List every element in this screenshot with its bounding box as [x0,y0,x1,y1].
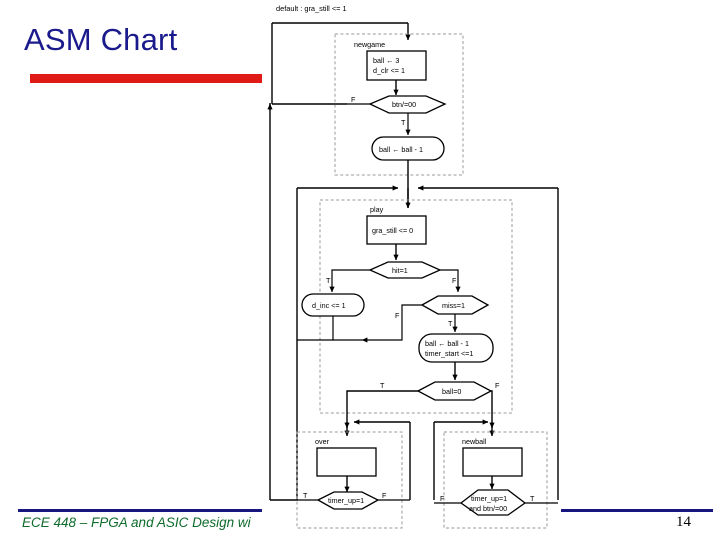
branch-label-miss-true: T [448,319,453,328]
cond-output-newgame-label: ball ← ball - 1 [379,145,423,154]
branch-label-ball0-true: T [380,381,385,390]
branch-label-miss-false: F [395,311,400,320]
title-underline-rule [30,74,262,83]
cond-output-ball-oval [418,333,494,363]
branch-label-newball-true: T [530,494,535,503]
page-title: ASM Chart [24,22,178,57]
cond-output-ball-line2: timer_start <=1 [425,349,473,358]
footer-rule-left [18,509,262,512]
cond-output-dinc-label: d_inc <= 1 [312,301,346,310]
state-label-over: over [315,437,330,446]
branch-label-newgame-false: F [351,95,356,104]
asm-chart-diagram: default : gra_still <= 1 newgame ball ← … [262,0,720,540]
decision-newgame-btn [368,95,447,114]
decision-newgame-btn-label: btn/=00 [392,100,416,109]
branch-label-newball-false: F [440,494,445,503]
decision-play-hit-label: hit=1 [392,266,408,275]
output-newgame-line2: d_clr <= 1 [373,66,405,75]
wire-dinc-merge [332,316,362,341]
state-label-newgame: newgame [354,40,385,49]
decision-newball-line2: and btn/=00 [469,504,507,513]
cond-output-ball-line1: ball ← ball - 1 [425,339,469,348]
wire-ball0-false [489,390,495,429]
wire-hit-true [329,269,370,293]
decision-play-miss [420,295,490,315]
state-label-newball: newball [462,437,487,446]
wire-miss-false [361,304,422,343]
state-box-over [296,431,403,529]
footer-rule-right [561,509,713,512]
default-annotation: default : gra_still <= 1 [276,4,347,13]
output-newgame-line1: ball ← 3 [373,56,399,65]
decision-play-miss-label: miss=1 [442,301,465,310]
decision-play-ball0-label: ball=0 [442,387,461,396]
state-box-newball [443,431,548,529]
wire-hit-false [440,269,461,293]
page-number: 14 [676,514,691,530]
decision-newball-line1: timer_up=1 [471,494,507,503]
state-label-play: play [370,205,384,214]
branch-label-hit-false: F [452,276,457,285]
output-box-newball [462,447,523,477]
decision-over-timerup-label: timer_up=1 [328,496,364,505]
output-box-over [316,447,377,477]
output-box-play [366,215,427,245]
branch-label-over-true: T [303,491,308,500]
wire-ball0-true [344,390,418,429]
branch-label-newgame-true: T [401,118,406,127]
footer-course-label: ECE 448 – FPGA and ASIC Design wi [22,515,251,530]
branch-label-over-false: F [382,491,387,500]
output-play-label: gra_still <= 0 [372,226,413,235]
branch-label-ball0-false: F [495,381,500,390]
branch-label-hit-true: T [326,276,331,285]
